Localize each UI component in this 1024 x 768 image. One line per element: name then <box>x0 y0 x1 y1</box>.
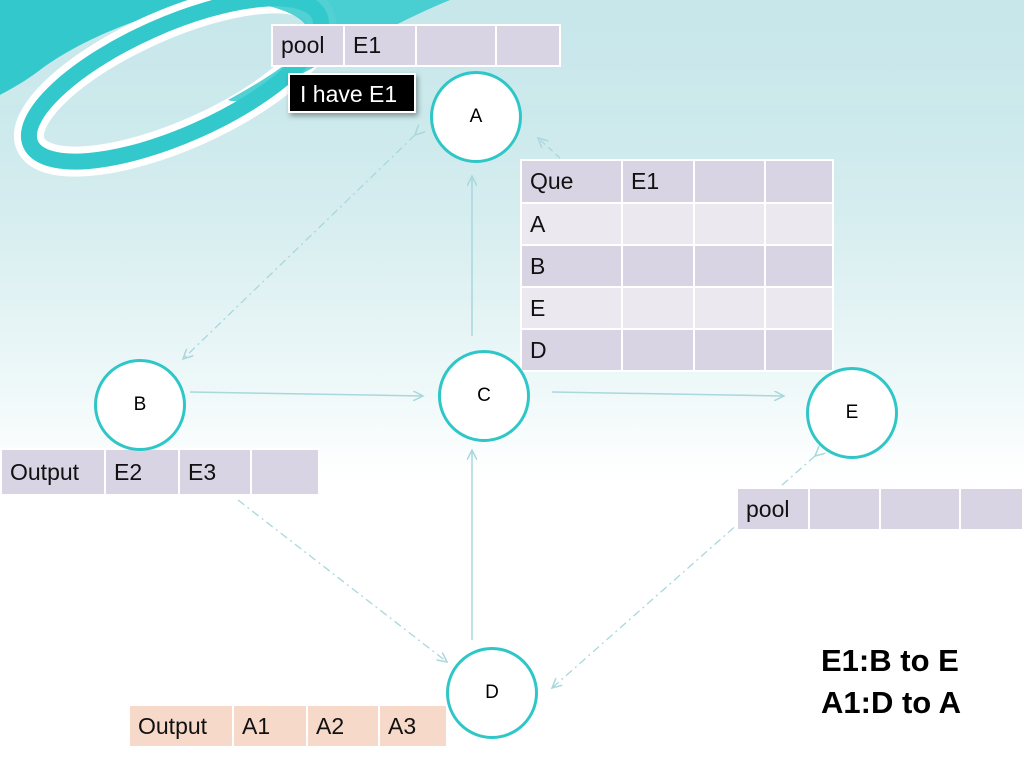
table-row: B <box>520 244 834 288</box>
table-cell <box>693 244 766 288</box>
tooltip-text: I have E1 <box>300 81 398 107</box>
table-cell <box>621 244 695 288</box>
table-row: pool E1 <box>271 24 561 67</box>
table-cell <box>764 244 834 288</box>
tooltip-i-have-e1: I have E1 <box>288 73 416 113</box>
edge-que-to-a-dashed <box>538 138 561 159</box>
table-cell <box>693 159 766 204</box>
table-cell <box>764 328 834 372</box>
table-row: D <box>520 328 834 372</box>
node-b: B <box>94 359 186 451</box>
output-table-b: Output E2 E3 <box>0 448 320 496</box>
node-d: D <box>446 647 538 739</box>
table-cell: Que <box>520 159 623 204</box>
table-cell: A1 <box>232 704 308 748</box>
legend-line-1: E1:B to E <box>821 643 959 678</box>
table-cell <box>693 202 766 246</box>
table-cell: E2 <box>104 448 180 496</box>
edge-a-to-b-dashed <box>183 135 415 359</box>
table-cell: E1 <box>621 159 695 204</box>
table-cell: E <box>520 286 623 330</box>
table-cell <box>764 202 834 246</box>
node-a: A <box>430 71 522 163</box>
table-cell <box>250 448 320 496</box>
table-cell: E1 <box>343 24 417 67</box>
node-b-label: B <box>133 394 147 415</box>
legend: E1:B to E A1:D to A <box>821 640 961 724</box>
node-e-label: E <box>845 402 859 423</box>
table-cell <box>764 159 834 204</box>
node-c-label: C <box>477 385 491 406</box>
queue-table: Que E1 A B E D <box>520 159 834 372</box>
table-row: Output A1 A2 A3 <box>128 704 448 748</box>
table-row: pool <box>736 487 1024 531</box>
edge-b-to-d-dashed <box>237 499 447 662</box>
node-a-label: A <box>469 106 483 127</box>
edge-b-to-c <box>189 392 423 396</box>
legend-line-2: A1:D to A <box>821 685 962 720</box>
table-cell <box>879 487 961 531</box>
table-cell <box>807 487 882 531</box>
table-cell <box>693 286 766 330</box>
pool-table-a: pool E1 <box>271 24 561 67</box>
table-cell: A2 <box>306 704 380 748</box>
table-cell <box>415 24 497 67</box>
output-table-d: Output A1 A2 A3 <box>128 704 448 748</box>
table-cell: pool <box>736 487 810 531</box>
table-cell <box>764 286 834 330</box>
table-cell <box>621 286 695 330</box>
table-row: A <box>520 202 834 246</box>
table-cell: A <box>520 202 623 246</box>
table-cell: A3 <box>378 704 448 748</box>
table-cell <box>958 487 1024 531</box>
table-cell: Output <box>0 448 106 496</box>
table-cell: E3 <box>178 448 252 496</box>
table-row: E <box>520 286 834 330</box>
table-cell: pool <box>271 24 345 67</box>
node-c: C <box>438 350 530 442</box>
table-cell <box>621 328 695 372</box>
table-cell: Output <box>128 704 234 748</box>
edge-c-to-e <box>551 392 784 396</box>
table-cell <box>693 328 766 372</box>
table-row: Output E2 E3 <box>0 448 320 496</box>
table-cell <box>495 24 561 67</box>
pool-table-e: pool <box>736 487 1024 531</box>
node-d-label: D <box>485 682 499 703</box>
table-cell: B <box>520 244 623 288</box>
table-cell <box>621 202 695 246</box>
table-row: Que E1 <box>520 159 834 204</box>
table-cell: D <box>520 328 623 372</box>
node-e: E <box>806 367 898 459</box>
